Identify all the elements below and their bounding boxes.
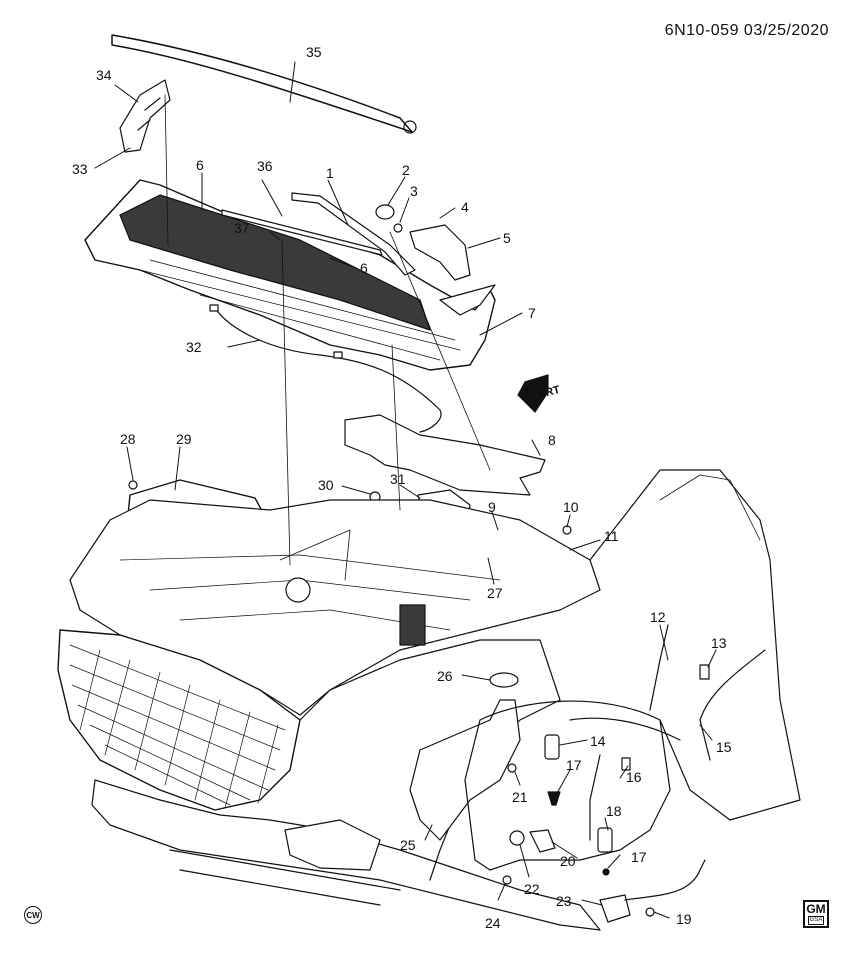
front-arrow-label: FRT <box>538 384 562 401</box>
callout-9: 9 <box>488 499 496 515</box>
callout-7: 7 <box>528 305 536 321</box>
callout-26: 26 <box>437 668 453 684</box>
clip-24 <box>502 875 512 885</box>
callout-19: 19 <box>676 911 692 927</box>
callout-37: 37 <box>234 220 250 236</box>
callout-33: 33 <box>72 161 88 177</box>
callout-14: 14 <box>590 733 606 749</box>
wiper-arm-1 <box>291 192 416 276</box>
callout-4: 4 <box>461 199 469 215</box>
callout-27: 27 <box>487 585 503 601</box>
callout-18: 18 <box>606 803 622 819</box>
grommet-17a <box>547 791 561 806</box>
bracket-33-34 <box>119 79 171 153</box>
front-arrow-icon <box>517 374 549 413</box>
callout-34: 34 <box>96 67 112 83</box>
callout-8: 8 <box>548 432 556 448</box>
washer-pump-18 <box>597 827 613 853</box>
seal-22 <box>509 830 525 846</box>
hose-12 <box>649 624 669 711</box>
gm-logo: GM GSA <box>803 900 829 928</box>
gm-logo-text: GM <box>806 902 826 916</box>
clip-19 <box>645 907 655 917</box>
callout-6b: 6 <box>360 260 368 276</box>
seal-8 <box>344 414 546 496</box>
wheel-liner <box>464 700 671 871</box>
callout-35: 35 <box>306 44 322 60</box>
hose-15 <box>699 649 766 761</box>
nozzle-23 <box>599 894 631 923</box>
callout-17b: 17 <box>631 849 647 865</box>
callout-1: 1 <box>326 165 334 181</box>
callout-31: 31 <box>390 471 406 487</box>
callout-3: 3 <box>410 183 418 199</box>
callout-36: 36 <box>257 158 273 174</box>
weatherstrip-35 <box>111 34 413 133</box>
callout-15: 15 <box>716 739 732 755</box>
wiper-blade-36 <box>221 209 383 256</box>
callout-25: 25 <box>400 837 416 853</box>
callout-17a: 17 <box>566 757 582 773</box>
cw-badge: CW <box>24 906 42 924</box>
callout-29: 29 <box>176 431 192 447</box>
front-grille <box>57 629 301 811</box>
diagram-code-date: 6N10-059 03/25/2020 <box>664 22 829 39</box>
callout-13: 13 <box>711 635 727 651</box>
callout-24: 24 <box>485 915 501 931</box>
callout-16: 16 <box>626 769 642 785</box>
callout-30: 30 <box>318 477 334 493</box>
callout-5: 5 <box>503 230 511 246</box>
clip-16 <box>621 757 631 771</box>
callout-32: 32 <box>186 339 202 355</box>
callout-28: 28 <box>120 431 136 447</box>
hose-32 <box>214 307 442 433</box>
washer-reservoir-25 <box>409 699 521 841</box>
cap-2 <box>375 204 395 220</box>
plug-13 <box>699 664 710 680</box>
nut-3 <box>393 223 403 233</box>
grommet-17b <box>602 868 610 876</box>
callout-23: 23 <box>556 893 572 909</box>
callout-6a: 6 <box>196 157 204 173</box>
cowl-mesh <box>119 194 431 331</box>
callout-10: 10 <box>563 499 579 515</box>
gm-logo-sub: GSA <box>807 916 825 925</box>
callout-11: 11 <box>604 528 619 544</box>
callout-20: 20 <box>560 853 576 869</box>
grille-mesh <box>69 644 286 809</box>
fog-lamp-bezel <box>284 819 381 871</box>
callout-22: 22 <box>524 881 540 897</box>
hose-23 <box>624 859 706 901</box>
callout-12: 12 <box>650 609 666 625</box>
fastener-28 <box>128 480 138 490</box>
callout-2: 2 <box>402 162 410 178</box>
grommet-21 <box>507 763 517 773</box>
sensor-20 <box>529 829 556 853</box>
reservoir-cap-26 <box>489 672 519 688</box>
hose-16 <box>589 754 601 841</box>
callout-21: 21 <box>512 789 528 805</box>
cover-5 <box>409 224 471 281</box>
weatherstrip-end <box>403 120 417 134</box>
door-outline <box>589 469 801 821</box>
callout-labels: 1 2 3 4 5 6 6 7 8 9 10 11 12 13 14 15 16… <box>72 44 732 931</box>
washer-pump-14 <box>544 734 560 760</box>
